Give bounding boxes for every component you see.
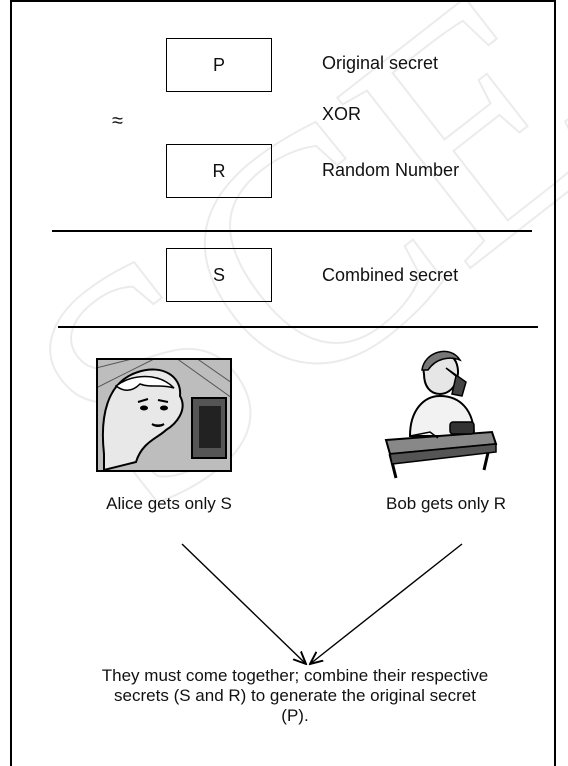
- combined-box-s-letter: S: [212, 264, 225, 285]
- conclusion-text: They must come together; combine their r…: [101, 666, 489, 725]
- random-number-label: Random Number: [322, 160, 460, 180]
- xor-label: XOR: [322, 104, 362, 124]
- bob-caption: Bob gets only R: [385, 494, 506, 513]
- original-secret-label: Original secret: [322, 53, 439, 73]
- combined-secret-label: Combined secret: [322, 265, 459, 285]
- random-box-r: R: [166, 144, 272, 198]
- random-box-r-letter: R: [212, 160, 226, 181]
- divider-top: [52, 230, 532, 232]
- xor-symbol: ≈: [112, 110, 123, 132]
- divider-bottom: [58, 326, 538, 328]
- diagram-frame: [10, 0, 556, 766]
- bob-arrow: [310, 543, 463, 664]
- secret-box-p-letter: P: [212, 54, 225, 75]
- alice-arrow: [181, 543, 306, 664]
- alice-picture: [96, 358, 232, 472]
- combined-box-s: S: [166, 248, 272, 302]
- bob-picture: [384, 350, 498, 479]
- alice-caption: Alice gets only S: [106, 494, 232, 513]
- secret-box-p: P: [166, 38, 272, 92]
